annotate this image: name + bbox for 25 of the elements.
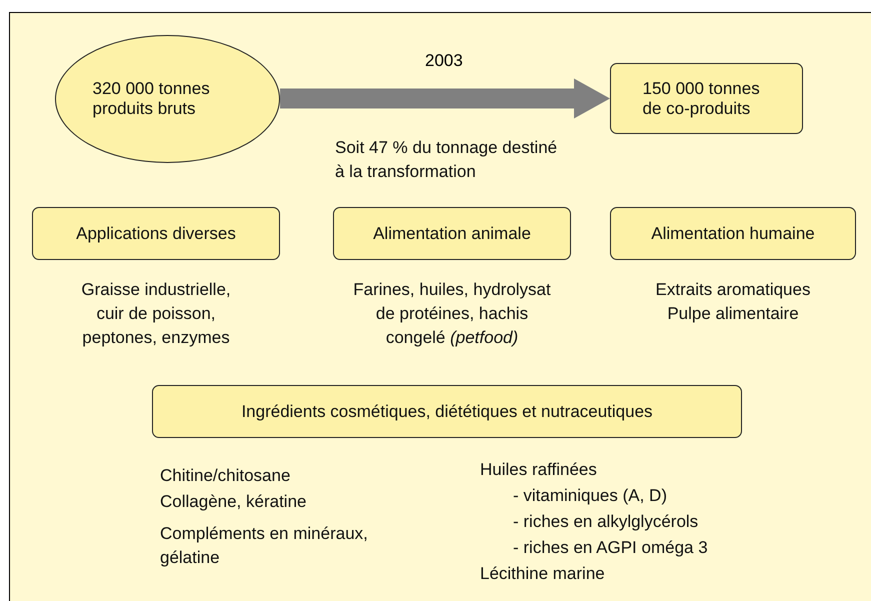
product-item: Chitine/chitosane xyxy=(160,465,290,487)
product-item: Compléments en minéraux, gélatine xyxy=(160,523,369,569)
product-item: Lécithine marine xyxy=(480,563,605,585)
node-label: Ingrédients cosmétiques, diététiques et nutraceutiques xyxy=(241,402,653,422)
node-label: 320 000 tonnes produits bruts xyxy=(92,79,211,119)
product-item: - riches en alkylglycérols xyxy=(513,511,698,533)
rounded-box xyxy=(152,385,742,438)
product-list: Farines, huiles, hydrolysat de protéines, hachis congelé (petfood) xyxy=(347,278,557,350)
note-text: Soit 47 % du tonnage destiné à la transformation xyxy=(335,137,558,183)
rounded-box xyxy=(32,207,280,260)
product-item: - vitaminiques (A, D) xyxy=(513,485,667,507)
node-label: Applications diverses xyxy=(76,224,236,244)
rounded-box xyxy=(610,63,803,134)
product-item: Collagène, kératine xyxy=(160,491,306,513)
product-list: Graisse industrielle, cuir de poisson, peptones, enzymes xyxy=(66,278,246,350)
node-label: 150 000 tonnes de co-produits xyxy=(642,78,761,118)
rounded-box xyxy=(610,207,856,260)
block-arrow xyxy=(280,78,610,118)
rounded-box xyxy=(333,207,571,260)
node-label: Alimentation animale xyxy=(373,224,531,244)
product-item: - riches en AGPI oméga 3 xyxy=(513,537,708,559)
node-label: Alimentation humaine xyxy=(651,224,815,244)
product-item: Extraits aromatiques xyxy=(654,279,812,301)
product-item: Huiles raffinées xyxy=(480,459,597,481)
product-item: Pulpe alimentaire xyxy=(666,303,800,325)
